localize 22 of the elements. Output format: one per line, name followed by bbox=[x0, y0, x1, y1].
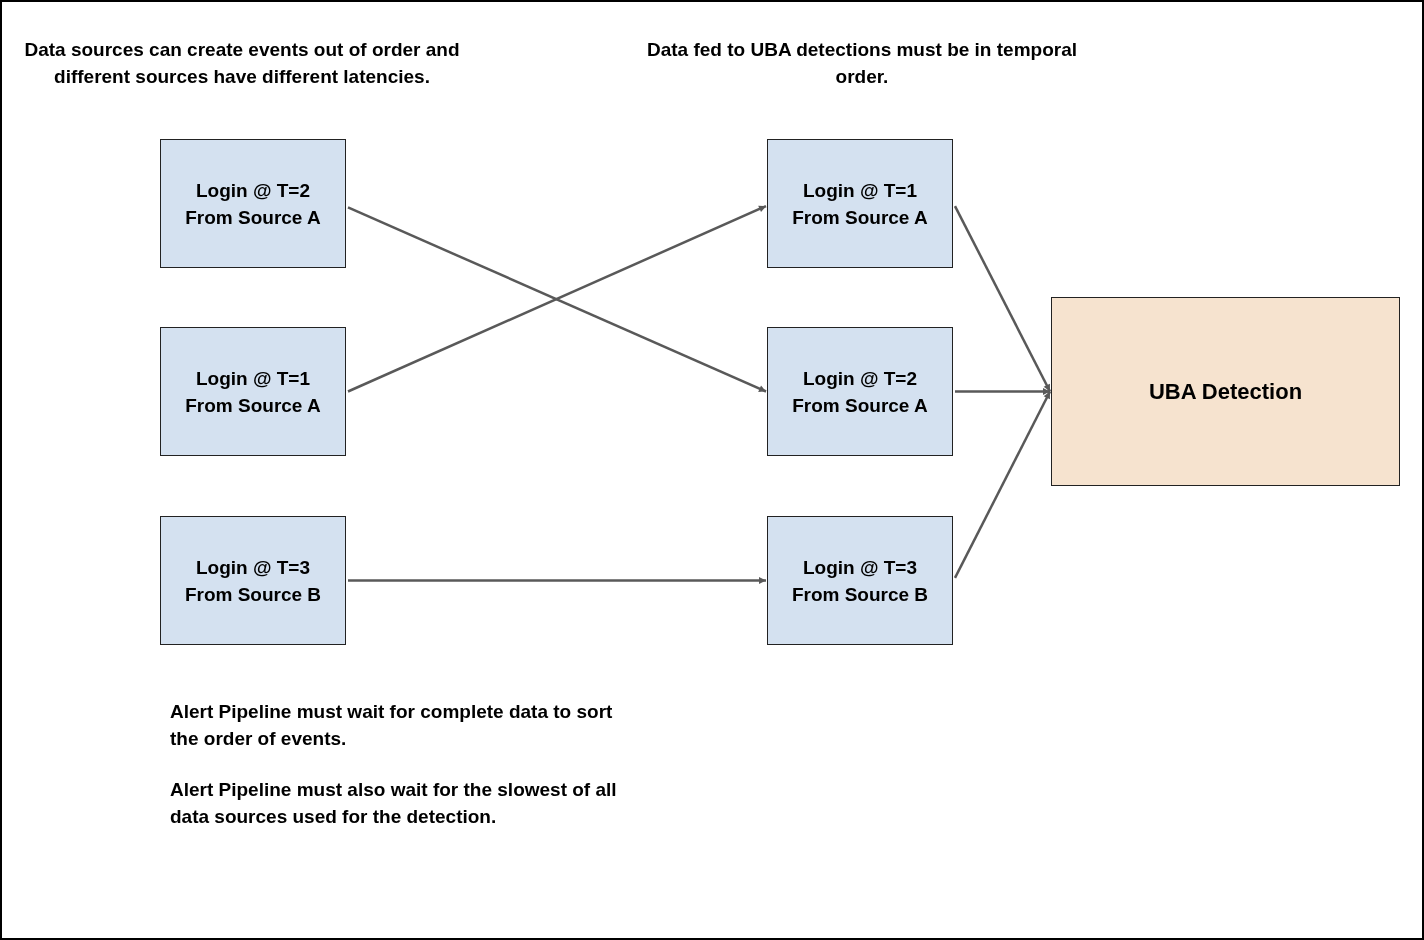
note-text: Alert Pipeline must wait for complete data to sort the order of events. bbox=[170, 700, 614, 751]
event-box bbox=[160, 139, 346, 268]
arrow bbox=[953, 205, 1052, 393]
box-label: Login @ T=3 From Source B bbox=[183, 555, 323, 607]
arrow bbox=[955, 388, 1050, 395]
box-label: Login @ T=1 From Source A bbox=[791, 178, 929, 230]
event-box bbox=[160, 516, 346, 645]
event-box bbox=[767, 327, 953, 456]
box-label: Login @ T=1 From Source A bbox=[184, 366, 322, 418]
event-box bbox=[767, 516, 953, 645]
note-text: Data sources can create events out of order and different sources have different latencies. bbox=[23, 38, 461, 89]
detection-box bbox=[1051, 297, 1400, 486]
box-label: Login @ T=2 From Source A bbox=[184, 178, 322, 230]
arrow bbox=[953, 390, 1052, 579]
note-text: Alert Pipeline must also wait for the slowest of all data sources used for the detection. bbox=[170, 778, 618, 829]
box-label: Login @ T=2 From Source A bbox=[791, 366, 929, 418]
note-text: Data fed to UBA detections must be in temporal order. bbox=[646, 38, 1078, 89]
event-box bbox=[767, 139, 953, 268]
box-label: Login @ T=3 From Source B bbox=[790, 555, 930, 607]
event-box bbox=[160, 327, 346, 456]
box-label: UBA Detection bbox=[1148, 378, 1303, 405]
arrow bbox=[348, 577, 766, 584]
